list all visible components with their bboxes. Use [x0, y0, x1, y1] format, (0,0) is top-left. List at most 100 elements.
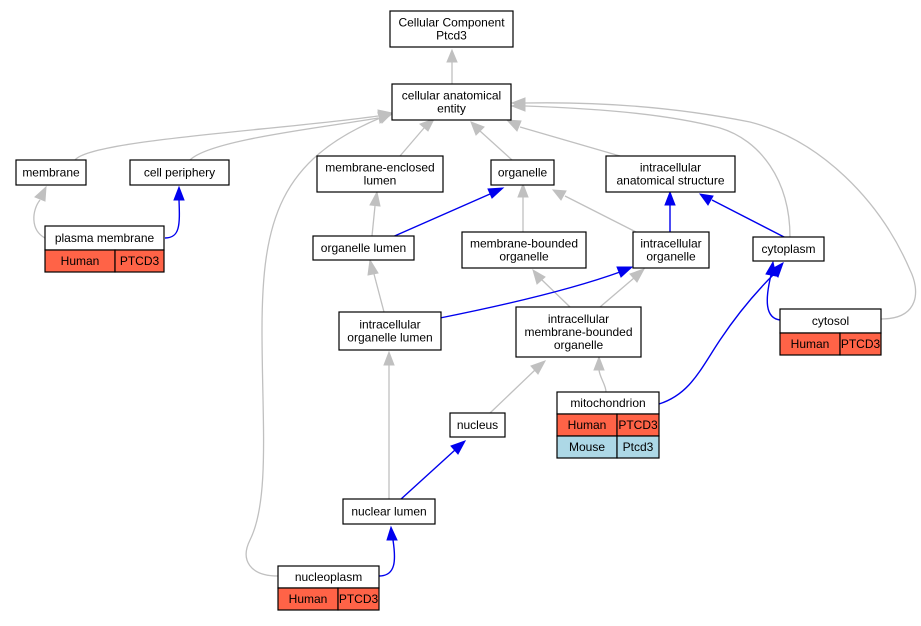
- edge-cae-root-arrowhead: [446, 48, 458, 63]
- annotation-row[interactable]: Human PTCD3: [556, 413, 660, 437]
- node-label: entity: [437, 102, 466, 116]
- node-label: intracellular: [548, 312, 609, 326]
- node-label: lumen: [364, 174, 397, 188]
- edge-iol-io-arrowhead: [616, 266, 634, 278]
- edge-organelle-lumen-mel: [371, 205, 376, 237]
- edge-imbo-mbo-arrowhead: [532, 268, 546, 285]
- edge-cell-periphery-cae: [189, 117, 379, 161]
- edge-nucleus-imbo: [489, 369, 536, 414]
- edge-organelle-cae: [479, 130, 513, 161]
- node-cell-periphery[interactable]: cell periphery: [129, 159, 230, 186]
- gene-label: PTCD3: [618, 418, 658, 432]
- node-label: cell periphery: [144, 166, 215, 180]
- node-label: organelle lumen: [347, 331, 432, 345]
- edge-io-organelle-arrowhead: [551, 189, 567, 201]
- species-label: Human: [568, 418, 607, 432]
- edge-nuclear-lumen-nucleus: [399, 449, 456, 501]
- node-label: cytoplasm: [761, 242, 815, 256]
- edge-imbo-io: [599, 277, 635, 308]
- edge-plasma-membrane-cell-periphery-arrowhead: [173, 185, 185, 201]
- node-organelle-lumen-box: [312, 235, 415, 261]
- edge-iol-io: [439, 271, 621, 319]
- edge-ias-cae-arrowhead: [505, 119, 522, 132]
- edge-organelle-lumen-organelle-arrowhead: [487, 187, 505, 199]
- node-membrane[interactable]: membrane: [15, 159, 87, 186]
- node-label: Cellular Component: [398, 16, 505, 30]
- edge-membrane-cae: [74, 115, 379, 161]
- node-membrane-enclosed-lumen-box: [316, 155, 444, 193]
- edge-mitochondrion-imbo: [598, 369, 607, 393]
- edge-nucleoplasm-nuclear-lumen: [378, 539, 396, 577]
- edge-imbo-mbo: [541, 279, 571, 308]
- node-label: nucleoplasm: [295, 570, 362, 584]
- edge-cytosol-cae-arrowhead: [510, 97, 526, 109]
- node-label: intracellular: [640, 161, 701, 175]
- node-label: plasma membrane: [55, 231, 155, 245]
- gene-cell: [337, 587, 380, 611]
- node-label: intracellular: [640, 237, 701, 251]
- edge-nucleoplasm-cae-arrowhead: [377, 112, 394, 124]
- annotation-row[interactable]: Human PTCD3: [44, 249, 165, 273]
- gene-cell: [616, 435, 660, 459]
- node-nucleus-box: [449, 412, 506, 438]
- node-root-box: [389, 10, 514, 48]
- node-cytoplasm-box: [752, 236, 825, 262]
- node-label: organelle lumen: [321, 241, 406, 255]
- edge-nucleoplasm-cae: [245, 117, 381, 577]
- node-organelle-lumen[interactable]: organelle lumen: [312, 235, 415, 261]
- gene-label: PTCD3: [841, 337, 881, 351]
- node-label: membrane: [22, 166, 80, 180]
- species-label: Human: [61, 254, 100, 268]
- node-nucleus[interactable]: nucleus: [449, 412, 506, 438]
- edge-ias-cae: [519, 126, 621, 157]
- edge-organelle-lumen-mel-arrowhead: [369, 190, 381, 207]
- node-label: anatomical structure: [616, 174, 724, 188]
- edge-io-organelle: [564, 195, 637, 233]
- edge-mitochondrion-cytoplasm: [658, 273, 775, 405]
- node-cytosol-box: [779, 308, 882, 334]
- node-label: cytosol: [812, 314, 849, 328]
- node-label: mitochondrion: [570, 396, 645, 410]
- node-nuclear-lumen-box: [342, 498, 436, 525]
- node-organelle-box: [490, 159, 555, 186]
- node-label: organelle: [499, 250, 549, 264]
- gene-label: PTCD3: [120, 254, 160, 268]
- edge-mbo-organelle-arrowhead: [517, 182, 529, 198]
- node-cell-periphery-box: [129, 159, 230, 186]
- node-nuclear-lumen[interactable]: nuclear lumen: [342, 498, 436, 525]
- edge-organelle-cae-arrowhead: [470, 121, 485, 136]
- node-cytoplasm[interactable]: cytoplasm: [752, 236, 825, 262]
- species-label: Human: [791, 337, 830, 351]
- edge-plasma-membrane-membrane-arrowhead: [34, 185, 47, 202]
- edge-organelle-lumen-organelle: [389, 193, 491, 239]
- edge-io-ias-arrowhead: [664, 190, 676, 206]
- node-cae-box: [391, 83, 512, 121]
- edges: [33, 48, 917, 577]
- edge-mitochondrion-imbo-arrowhead: [593, 355, 605, 371]
- annotation-row[interactable]: Human PTCD3: [779, 332, 882, 356]
- edge-cytoplasm-ias-arrowhead: [698, 193, 714, 206]
- gene-cell: [839, 332, 882, 356]
- edge-mitochondrion-cytoplasm-arrowhead: [769, 261, 784, 278]
- species-label: Mouse: [569, 440, 605, 454]
- node-label: membrane-bounded: [470, 237, 578, 251]
- edge-nucleoplasm-nuclear-lumen-arrowhead: [386, 525, 398, 541]
- node-organelle[interactable]: organelle: [490, 159, 555, 186]
- edge-nuclear-lumen-iol-arrowhead: [383, 350, 395, 366]
